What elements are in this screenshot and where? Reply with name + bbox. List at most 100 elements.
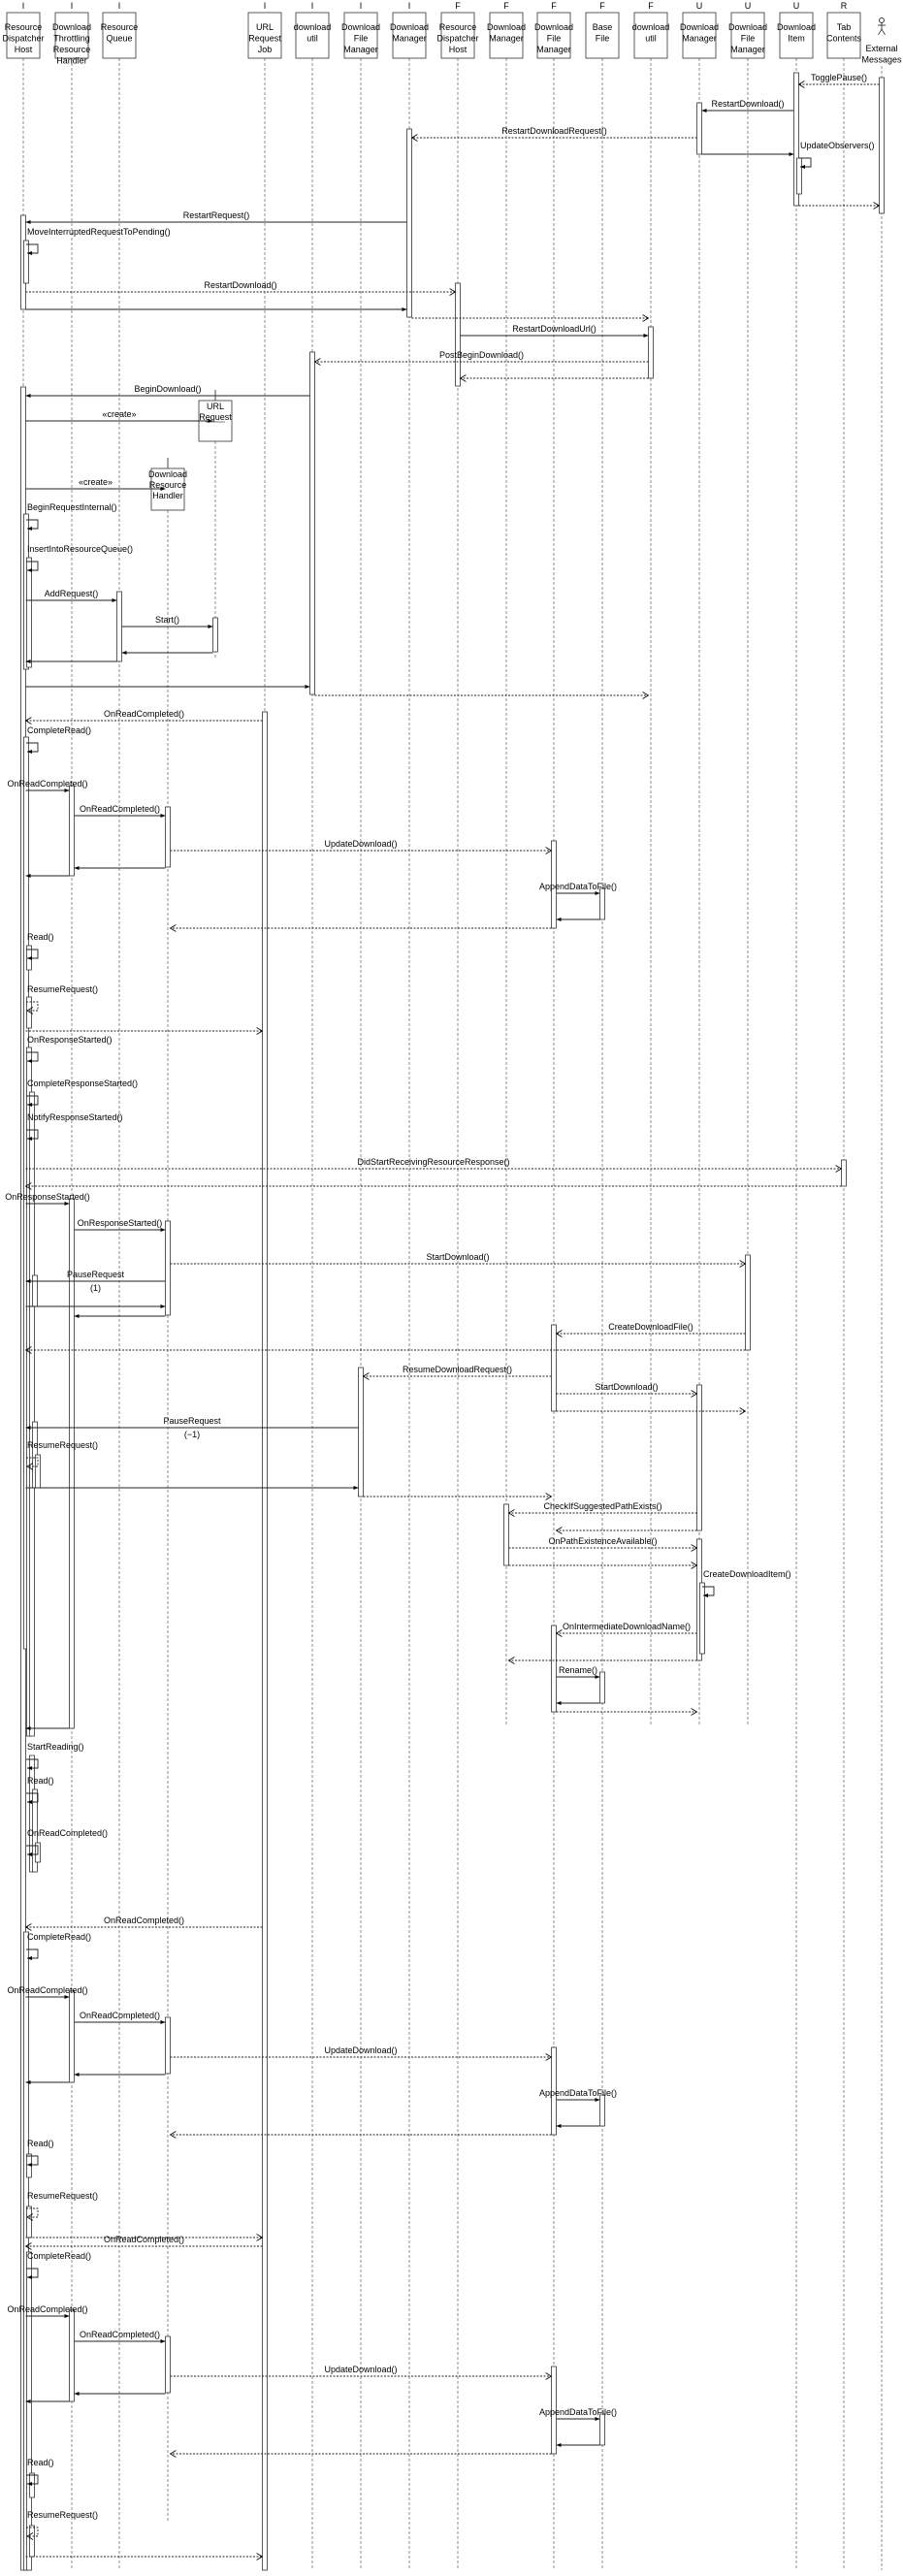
self-message: StartReading() (26, 1742, 84, 1770)
activation-bar (503, 1503, 509, 1566)
participant-name-line: Download (680, 22, 719, 32)
self-message: CompleteRead() (26, 1932, 91, 1960)
activation-bar (69, 785, 75, 877)
activation-bar (551, 840, 557, 929)
participant-name-line: Contents (826, 34, 862, 44)
message-label: RestartDownload() (204, 280, 276, 290)
message-label: ResumeRequest() (27, 984, 98, 994)
message-label: «create» (102, 409, 136, 419)
activation-bar (551, 2366, 557, 2455)
participant-headers: IResourceDispatcherHostIDownloadThrottli… (2, 1, 902, 511)
message: TogglePause() (799, 73, 880, 84)
participant-name-line: Manager (392, 34, 427, 44)
self-message: Read() (26, 1776, 54, 1804)
self-message: CreateDownloadItem() (702, 1569, 791, 1597)
participant-box (489, 12, 524, 59)
participant-name-line: Download (487, 22, 526, 32)
message: OnReadCompleted() (26, 1916, 263, 1927)
message: PauseRequest(1) (25, 1270, 166, 1293)
activation-bar (599, 1671, 605, 1704)
activation-bar (165, 2016, 171, 2075)
message-label: ResumeRequest() (27, 2191, 98, 2201)
stereotype-letter: I (311, 1, 314, 11)
stereotype-letter: I (264, 1, 267, 11)
message: CheckIfSuggestedPathExists() (509, 1501, 697, 1513)
message-label: InsertIntoResourceQueue() (27, 544, 133, 554)
message: OnIntermediateDownloadName() (557, 1622, 697, 1633)
message: UpdateDownload() (170, 2365, 552, 2376)
self-call-arrow (26, 519, 39, 531)
message-label: OnReadCompleted() (80, 2011, 160, 2020)
participant-name-line: Manager (343, 45, 378, 54)
activation-bar (29, 2472, 35, 2498)
participant-name-line: download (294, 22, 332, 32)
message-label: PauseRequest (163, 1416, 221, 1426)
participant-name-line: File (354, 34, 369, 44)
message: AppendDataToFile() (539, 882, 617, 895)
participant-box (54, 12, 89, 59)
activation-bar (69, 2309, 75, 2402)
participant-name-line: URL (256, 22, 274, 32)
participant-name-line: File (741, 34, 756, 44)
participant-name-line: Download (148, 469, 187, 479)
message-label: PostBeginDownload() (439, 350, 524, 360)
participant-name-line: Tab (837, 22, 852, 32)
message: AppendDataToFile() (539, 2407, 617, 2421)
message: OnReadCompleted() (74, 2330, 166, 2343)
participant-name-line: Download (777, 22, 816, 32)
message: OnReadCompleted() (7, 2304, 88, 2318)
participant-box (826, 12, 861, 59)
activation-bar (599, 2094, 605, 2127)
activation-bar (551, 2046, 557, 2136)
activation-bar (29, 1091, 35, 1737)
self-call-arrow (26, 742, 39, 754)
message: RestartDownloadUrl() (460, 324, 649, 338)
stereotype-letter: R (841, 1, 848, 11)
message: «create» (25, 409, 213, 423)
self-call-arrow (26, 1948, 39, 1960)
message-label: CompleteRead() (27, 2251, 91, 2261)
message-label: «create» (79, 477, 113, 487)
message-label: AddRequest() (45, 589, 99, 598)
self-call-arrow (26, 1095, 39, 1107)
activation-bar (796, 157, 802, 195)
message-label: OnReadCompleted() (7, 779, 87, 789)
self-message: OnReadCompleted() (26, 1828, 108, 1856)
message-label: MoveInterruptedRequestToPending() (27, 227, 171, 237)
message: RestartDownload() (25, 280, 456, 292)
self-message: Read() (26, 2139, 54, 2167)
self-call-arrow (26, 561, 39, 572)
message-label: ResumeDownloadRequest() (403, 1365, 512, 1374)
message-label: OnReadCompleted() (7, 1985, 87, 1995)
stereotype-letter: I (22, 1, 25, 11)
activation-bar (696, 102, 702, 155)
participant-name-line: URL (207, 402, 224, 411)
self-message: OnResponseStarted() (26, 1035, 113, 1063)
message-label: OnReadCompleted() (80, 2330, 160, 2339)
self-call-arrow (799, 157, 812, 169)
message: Rename() (556, 1665, 600, 1679)
activation-bar (309, 351, 315, 695)
activation-bar (648, 326, 654, 379)
message: OnReadCompleted() (74, 804, 166, 818)
self-message: CompleteResponseStarted() (26, 1079, 138, 1107)
message-label: Read() (27, 1776, 54, 1786)
message-label: OnReadCompleted() (80, 804, 160, 814)
stereotype-letter: I (408, 1, 411, 11)
message: CreateDownloadFile() (557, 1322, 746, 1334)
self-call-arrow (26, 2474, 39, 2486)
activation-bar (32, 1788, 38, 1873)
message-label: CreateDownloadFile() (608, 1322, 693, 1332)
participant-name-line: Manager (682, 34, 717, 44)
message: Start() (121, 615, 213, 628)
participant-name-line: Resource (101, 22, 139, 32)
self-message: UpdateObservers() (799, 141, 875, 169)
stereotype-letter: F (455, 1, 461, 11)
stereotype-letter: I (360, 1, 363, 11)
message: RestartDownload() (701, 99, 794, 113)
